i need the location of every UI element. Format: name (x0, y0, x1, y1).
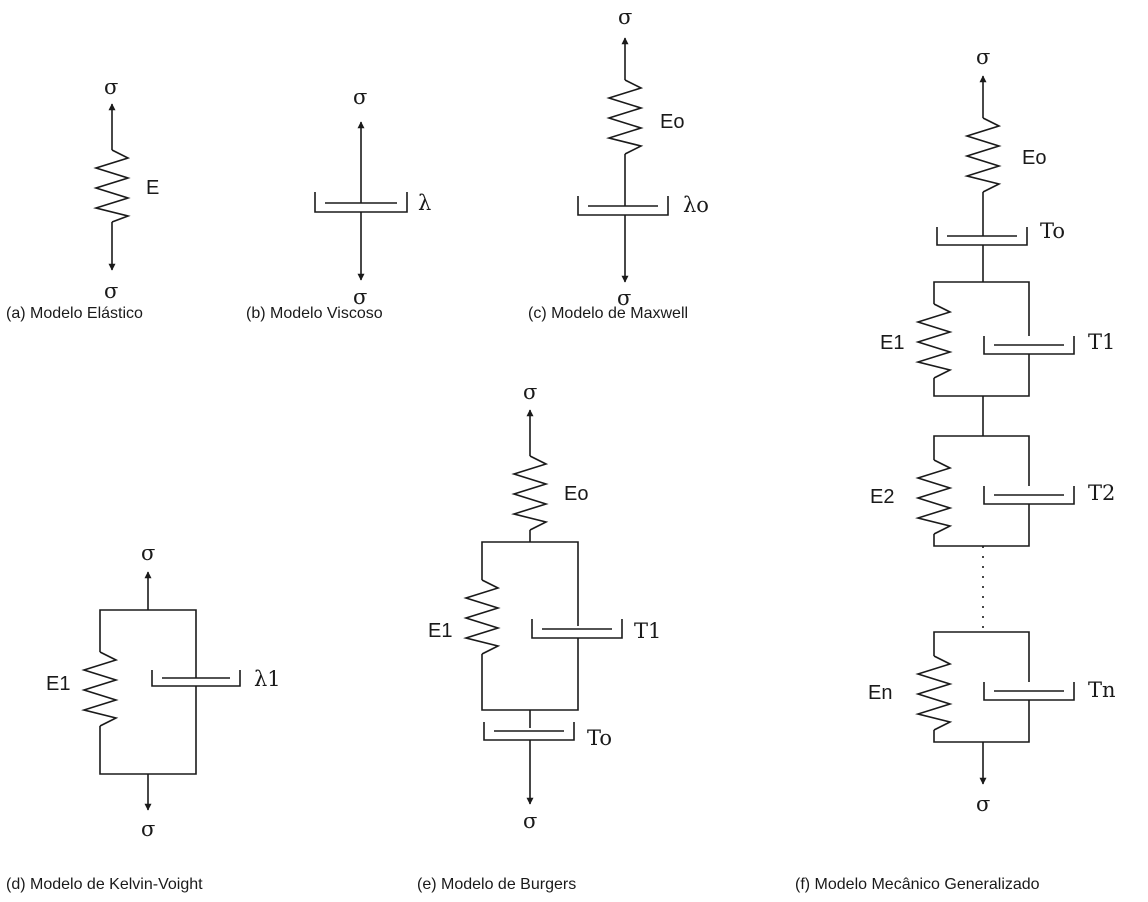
damper-bottom-cylinder (483, 722, 575, 741)
stress-label-bottom: σ (353, 285, 367, 309)
stress-label-bottom: σ (523, 809, 537, 833)
spring-eo (964, 117, 1002, 193)
model-b-viscous: σ λ σ (b) Modelo Viscoso (246, 85, 431, 322)
stress-label-top: σ (618, 5, 632, 29)
damper-0-label: To (1040, 219, 1065, 243)
spring-n-label: En (868, 682, 892, 704)
unit-2-frame-bottom (933, 504, 1030, 547)
unit-1-frame-bottom (933, 354, 1030, 397)
unit-1-frame-top (933, 281, 1030, 336)
damper-mid-label: T1 (634, 619, 661, 643)
stress-label-top: σ (353, 85, 367, 109)
caption-b: (b) Modelo Viscoso (246, 305, 383, 322)
model-d-kelvin-voight: σ E1 λ1 σ (d) Modelo de Kelvin-Voight (6, 541, 281, 893)
spring-e (93, 149, 131, 223)
spring-e1 (81, 651, 119, 727)
stress-label-bottom: σ (617, 286, 631, 310)
unit-n-frame-bottom (933, 700, 1030, 743)
spring-0-label: Eo (1022, 147, 1046, 169)
parallel-frame-bottom (481, 638, 579, 711)
caption-f: (f) Modelo Mecânico Generalizado (795, 876, 1040, 893)
spring-e2 (915, 459, 953, 535)
spring-mid-label: E1 (428, 620, 452, 642)
spring-eo (511, 455, 549, 531)
model-c-maxwell: σ Eo λo σ (c) Modelo de Maxwell (528, 5, 709, 322)
caption-d: (d) Modelo de Kelvin-Voight (6, 876, 203, 893)
spring-label: E (146, 177, 159, 199)
caption-a: (a) Modelo Elástico (6, 305, 143, 322)
stress-label-top: σ (104, 75, 118, 99)
spring-2-label: E2 (870, 486, 894, 508)
spring-e1 (915, 303, 953, 379)
unit-n-frame-top (933, 631, 1030, 682)
damper-label: λo (683, 193, 709, 217)
stress-label-bottom: σ (976, 792, 990, 816)
model-a-elastic: σ E σ (a) Modelo Elástico (6, 75, 159, 322)
spring-eo (606, 79, 644, 155)
unit-2-frame-top (933, 435, 1030, 486)
spring-e1 (463, 579, 501, 655)
damper-0-cylinder (936, 227, 1028, 246)
damper-mid-cylinder (531, 619, 623, 639)
damper-2-label: T2 (1088, 481, 1115, 505)
stress-label-top: σ (976, 45, 990, 69)
damper-cylinder (577, 196, 669, 216)
caption-e: (e) Modelo de Burgers (417, 876, 576, 893)
damper-1-label: T1 (1088, 330, 1115, 354)
stress-label-bottom: σ (141, 817, 155, 841)
spring-en (915, 655, 953, 731)
spring-top-label: Eo (564, 483, 588, 505)
stress-label-bottom: σ (104, 279, 118, 303)
spring-label: Eo (660, 111, 684, 133)
damper-label: λ1 (254, 667, 281, 691)
spring-1-label: E1 (880, 332, 904, 354)
stress-label-top: σ (141, 541, 155, 565)
model-e-burgers: σ Eo E1 T1 To σ (e) Modelo de Burgers (417, 380, 661, 893)
spring-label: E1 (46, 673, 70, 695)
damper-n-label: Tn (1088, 678, 1116, 702)
damper-bottom-label: To (587, 726, 612, 750)
model-f-generalized: σ Eo To E1 T1 E2 T2 En Tn (795, 45, 1116, 893)
stress-label-top: σ (523, 380, 537, 404)
damper-label: λ (418, 191, 431, 215)
parallel-frame-top (99, 609, 197, 660)
caption-c: (c) Modelo de Maxwell (528, 305, 688, 322)
parallel-frame-top (481, 541, 579, 626)
